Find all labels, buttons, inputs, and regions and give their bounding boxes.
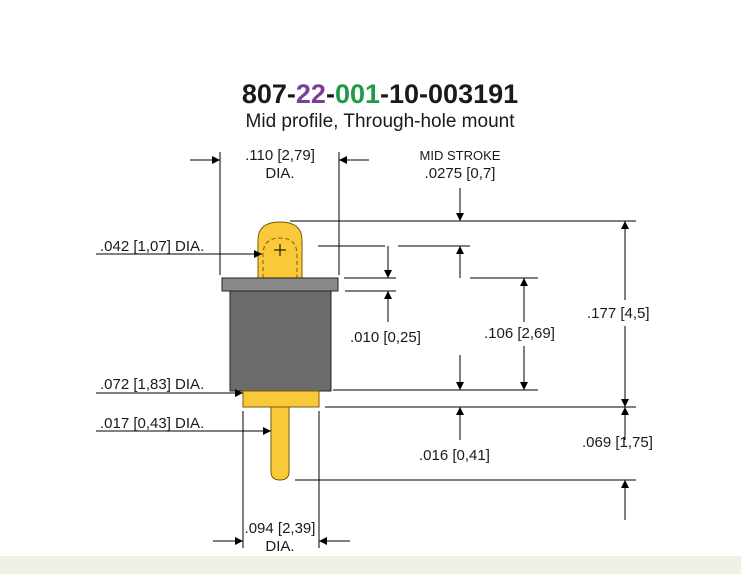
top-diameter-suffix: DIA.: [265, 165, 294, 182]
tail-shoulder: [242, 390, 320, 408]
pogo-pin-component: [221, 221, 339, 481]
tip-diameter-label: .042 [1,07] DIA.: [100, 238, 204, 255]
part-number-variant: 001: [335, 79, 380, 109]
part-subtitle: Mid profile, Through-hole mount: [246, 111, 516, 132]
part-number-title: 807-22-001-10-003191: [242, 79, 518, 109]
mid-stroke-value: .0275 [0,7]: [425, 165, 496, 182]
overall-height-label: .177 [4,5]: [587, 305, 650, 322]
part-number-series: 22: [296, 79, 326, 109]
part-number-prefix: 807-: [242, 79, 296, 109]
footer-strip: [0, 556, 741, 574]
part-number-dash: -: [326, 79, 335, 109]
housing-flange: [221, 277, 339, 292]
flange-thickness-label: .010 [0,25]: [350, 329, 421, 346]
housing-body: [229, 290, 332, 392]
part-number-suffix: -10-003191: [380, 79, 518, 109]
mid-stroke-label: MID STROKE: [420, 148, 501, 163]
body-height-label: .106 [2,69]: [484, 325, 555, 342]
shoulder-diameter-label: .072 [1,83] DIA.: [100, 376, 204, 393]
tail-diameter-label: .017 [0,43] DIA.: [100, 415, 204, 432]
bottom-diameter-suffix: DIA.: [265, 538, 294, 555]
plunger-hidden-line: [262, 237, 298, 278]
dimension-labels: .110 [2,79] DIA. MID STROKE .0275 [0,7] …: [100, 147, 653, 555]
tail-length-label: .069 [1,75]: [582, 434, 653, 451]
tail-pin: [270, 406, 290, 481]
dimension-lines: [96, 152, 636, 548]
top-diameter-label: .110 [2,79]: [245, 147, 315, 164]
shoulder-height-label: .016 [0,41]: [419, 447, 490, 464]
bottom-diameter-label: .094 [2,39]: [245, 520, 316, 537]
